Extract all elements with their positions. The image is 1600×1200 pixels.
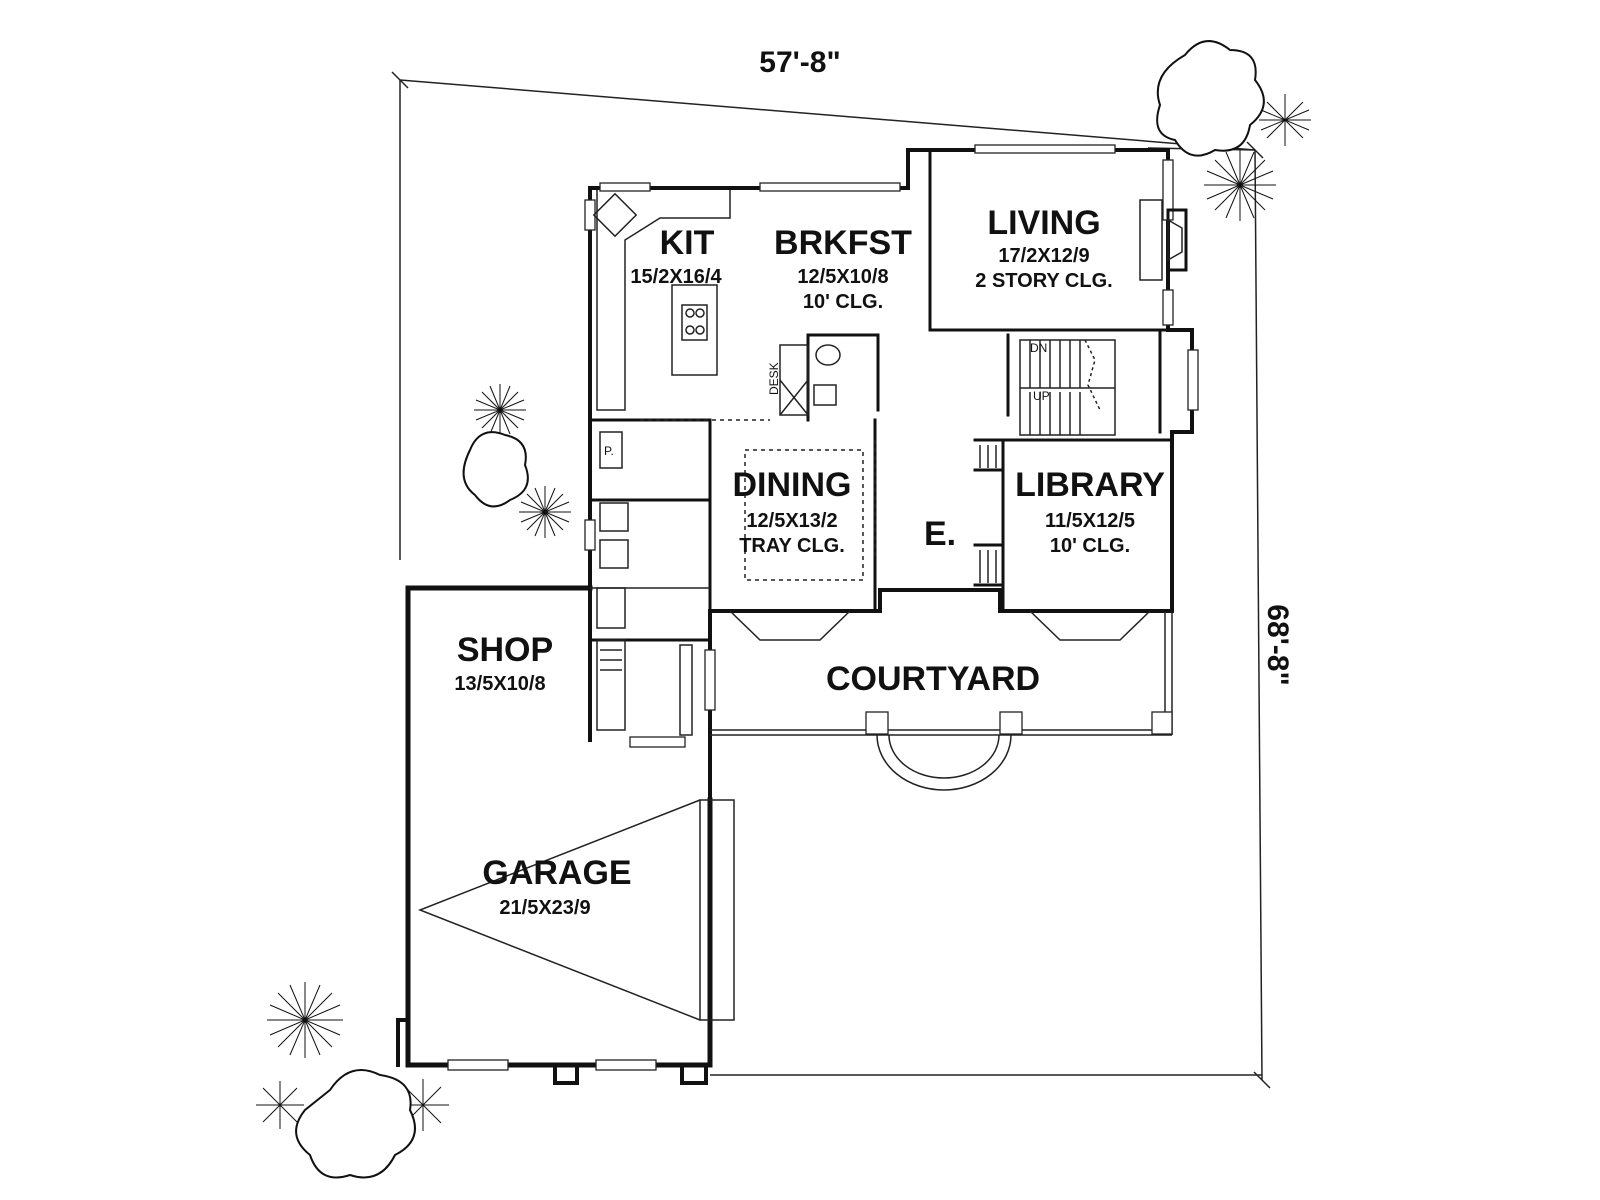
courtyard-column-left xyxy=(865,711,889,735)
courtyard-column-right xyxy=(999,711,1023,735)
toilet-icon xyxy=(815,344,841,366)
powder-room xyxy=(779,344,841,416)
fireplace xyxy=(1139,199,1188,281)
courtyard-structure xyxy=(710,611,1173,791)
interior-walls xyxy=(588,148,1174,642)
living-ceiling: 2 STORY CLG. xyxy=(975,270,1112,292)
entry-name: E. xyxy=(924,515,956,553)
dryer-icon xyxy=(599,539,629,569)
stair-up-label: UP xyxy=(1033,389,1050,403)
living-size: 17/2X12/9 xyxy=(998,245,1089,267)
garage-piers xyxy=(396,1018,708,1085)
dining-name: DINING xyxy=(733,466,852,504)
library-ceiling: 10' CLG. xyxy=(1050,535,1130,557)
garage-door xyxy=(417,799,735,1021)
pantry xyxy=(599,431,623,469)
overall-depth-label: 68'-8" xyxy=(1261,604,1294,685)
overall-width-label: 57'-8" xyxy=(759,46,840,79)
windows xyxy=(447,144,1199,1071)
tray-ceiling-outline xyxy=(744,449,864,581)
breakfast-size: 12/5X10/8 xyxy=(797,266,888,288)
shrub-icon xyxy=(256,94,1311,1131)
sink-icon xyxy=(813,384,837,406)
library-size: 11/5X12/5 xyxy=(1045,510,1135,532)
closets xyxy=(973,438,1005,587)
dining-size: 12/5X13/2 xyxy=(746,510,837,532)
garage-name: GARAGE xyxy=(482,854,631,892)
library-name: LIBRARY xyxy=(1015,466,1165,504)
shop-name: SHOP xyxy=(457,631,553,669)
stair-down-label: DN xyxy=(1030,341,1047,355)
dimension-lines xyxy=(391,71,1271,1089)
cooktop-icon xyxy=(681,304,708,341)
kitchen-fixtures xyxy=(592,190,731,411)
breakfast-ceiling: 10' CLG. xyxy=(803,291,883,313)
width-dimension-line xyxy=(399,79,1256,151)
dining-ceiling: TRAY CLG. xyxy=(739,535,845,557)
landscaping xyxy=(256,40,1311,1179)
kitchen-size: 15/2X16/4 xyxy=(630,266,722,288)
stairs xyxy=(1019,339,1116,436)
tree-icon xyxy=(295,40,1265,1179)
desk-label: DESK xyxy=(767,362,781,395)
washer-icon xyxy=(599,502,629,532)
kitchen-island xyxy=(671,284,718,376)
courtyard-name: COURTYARD xyxy=(826,660,1040,698)
kitchen-name: KIT xyxy=(660,224,715,262)
pantry-label: P. xyxy=(604,444,614,458)
living-name: LIVING xyxy=(987,204,1100,242)
bay-windows xyxy=(729,610,1151,641)
garage-size: 21/5X23/9 xyxy=(499,897,590,919)
shop-size: 13/5X10/8 xyxy=(454,673,545,695)
depth-dimension-line xyxy=(1254,149,1263,1081)
desk xyxy=(779,344,809,416)
utility-fixtures xyxy=(596,431,693,736)
breakfast-name: BRKFST xyxy=(774,224,912,262)
